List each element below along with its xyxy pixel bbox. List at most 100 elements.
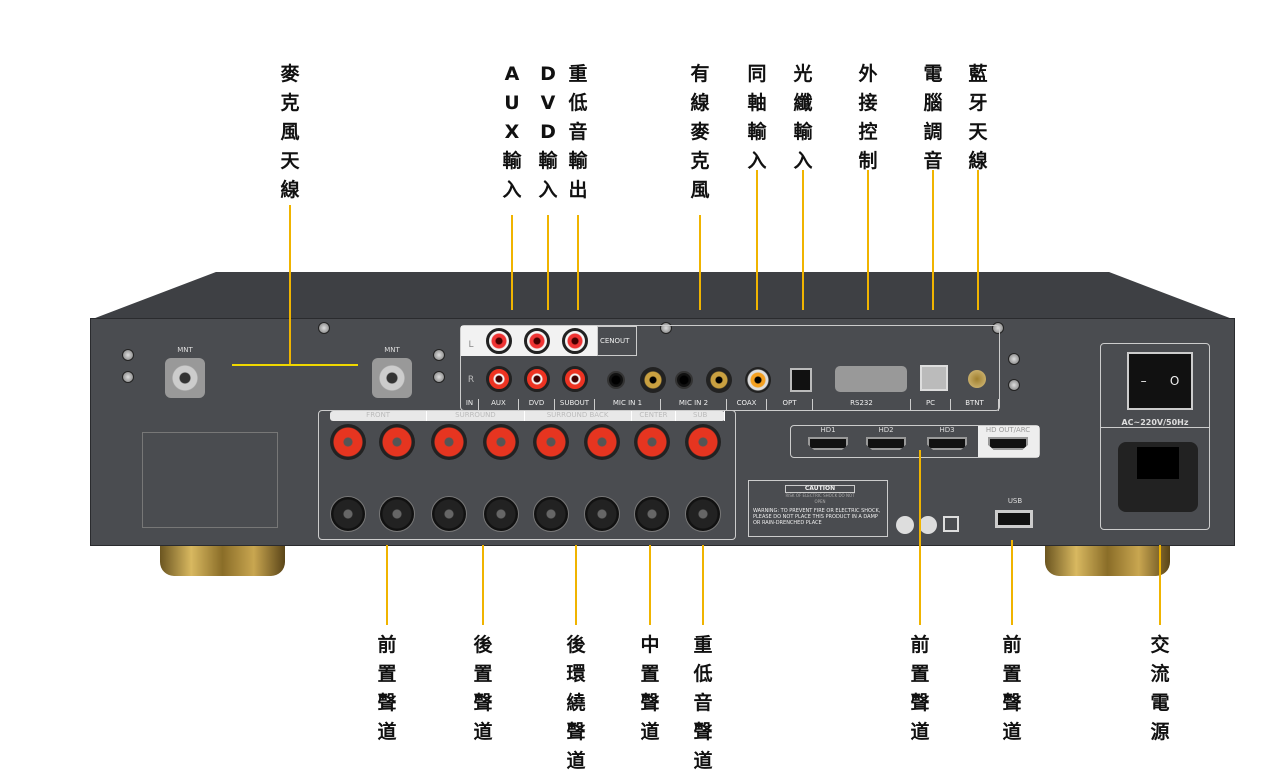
callout-dvd-input: DVD輸入 [538, 63, 558, 201]
input-label: BTNT [951, 399, 999, 411]
aux-l-jack[interactable] [486, 328, 512, 354]
callout-line [867, 170, 869, 310]
callout-line [1159, 545, 1161, 625]
hdmi-label: HD3 [939, 426, 955, 434]
optical-port[interactable] [790, 368, 812, 392]
callout-ac-power: 交流電源 [1150, 634, 1170, 743]
hdmi-label: HD2 [878, 426, 894, 434]
speaker-terminal-black[interactable] [584, 496, 620, 532]
hdmi-label: HD1 [820, 426, 836, 434]
coax-jack[interactable] [745, 367, 771, 393]
bluetooth-antenna-connector[interactable] [968, 370, 986, 388]
warning-text: WARNING: TO PREVENT FIRE OR ELECTRIC SHO… [753, 508, 881, 526]
input-label: OPT [767, 399, 813, 411]
hdmi-panel [790, 425, 1040, 458]
mic2-small-jack[interactable] [675, 371, 693, 389]
screw [433, 349, 445, 361]
antenna-callout-bar [232, 364, 358, 366]
callout-hdmi-front-channel: 前置聲道 [910, 634, 930, 743]
r-label: R [467, 375, 475, 385]
hdmi-port[interactable] [988, 437, 1028, 450]
input-label: SUBOUT [555, 399, 595, 411]
callout-front-channel: 前置聲道 [377, 634, 397, 743]
power-rating: AC~220V/50Hz [1101, 418, 1209, 428]
power-panel [1100, 343, 1210, 530]
speaker-terminal-black[interactable] [330, 496, 366, 532]
foot-left [160, 546, 285, 576]
callout-line [702, 545, 704, 625]
input-label: COAX [727, 399, 767, 411]
callout-line [919, 450, 921, 625]
certification-icon [896, 516, 914, 534]
dvd-l-jack[interactable] [524, 328, 550, 354]
screw [122, 349, 134, 361]
callout-pc-tuning: 電腦調音 [923, 63, 943, 172]
caution-sub: RISK OF ELECTRIC SHOCK DO NOT OPEN [785, 493, 855, 504]
antenna-connector-right[interactable] [372, 358, 412, 398]
speaker-group-label: SURROUND BACK [525, 411, 632, 421]
speaker-terminal-red[interactable] [431, 424, 467, 460]
mic1-jack[interactable] [640, 367, 666, 393]
pc-usb-b-port[interactable] [920, 365, 948, 391]
input-label: DVD [519, 399, 555, 411]
subout-l-jack[interactable] [562, 328, 588, 354]
speaker-terminal-red[interactable] [634, 424, 670, 460]
double-insulation-icon [943, 516, 959, 532]
certification-icon [919, 516, 937, 534]
callout-optical-input: 光纖輸入 [793, 63, 813, 172]
ac-socket [1137, 447, 1179, 479]
callout-line [802, 170, 804, 310]
speaker-terminal-red[interactable] [533, 424, 569, 460]
callout-line [1011, 540, 1013, 625]
switch-off-mark: – [1140, 374, 1147, 388]
callout-line [482, 545, 484, 625]
input-label: MIC IN 1 [595, 399, 661, 411]
aux-r-jack[interactable] [486, 366, 512, 392]
callout-wired-mic: 有線麥克風 [690, 63, 710, 201]
callout-line [577, 215, 579, 310]
screw [318, 322, 330, 334]
caution-title: CAUTION [785, 485, 855, 493]
callout-center-channel: 中置聲道 [640, 634, 660, 743]
callout-aux-input: AUX輸入 [502, 63, 522, 201]
speaker-terminal-red[interactable] [685, 424, 721, 460]
speaker-terminal-red[interactable] [330, 424, 366, 460]
screw [1008, 379, 1020, 391]
blank-plate [142, 432, 278, 528]
speaker-terminal-black[interactable] [431, 496, 467, 532]
subout-r-jack[interactable] [562, 366, 588, 392]
antenna-label: MNT [177, 346, 193, 354]
screw [433, 371, 445, 383]
power-switch[interactable]: – O [1127, 352, 1193, 410]
callout-external-control: 外接控制 [858, 63, 878, 172]
hdmi-label: HD OUT/ARC [985, 426, 1031, 434]
hdmi-port[interactable] [927, 437, 967, 450]
callout-line [386, 545, 388, 625]
speaker-terminal-red[interactable] [584, 424, 620, 460]
speaker-terminal-black[interactable] [533, 496, 569, 532]
antenna-connector-left[interactable] [165, 358, 205, 398]
speaker-terminal-black[interactable] [379, 496, 415, 532]
callout-line [649, 545, 651, 625]
speaker-terminal-red[interactable] [379, 424, 415, 460]
screw [122, 371, 134, 383]
mic1-small-jack[interactable] [607, 371, 625, 389]
usb-port[interactable] [995, 510, 1033, 528]
callout-usb-front-channel: 前置聲道 [1002, 634, 1022, 743]
hdmi-port[interactable] [808, 437, 848, 450]
dvd-r-jack[interactable] [524, 366, 550, 392]
speaker-terminal-black[interactable] [685, 496, 721, 532]
rs232-port[interactable] [835, 366, 907, 392]
hdmi-port[interactable] [866, 437, 906, 450]
input-label: PC [911, 399, 951, 411]
callout-line [932, 170, 934, 310]
l-label: L [468, 340, 474, 350]
callout-line [977, 170, 979, 310]
speaker-group-label: CENTER [632, 411, 677, 421]
speaker-terminal-black[interactable] [483, 496, 519, 532]
antenna-label: MNT [384, 346, 400, 354]
speaker-terminal-red[interactable] [483, 424, 519, 460]
mic2-jack[interactable] [706, 367, 732, 393]
speaker-terminal-black[interactable] [634, 496, 670, 532]
